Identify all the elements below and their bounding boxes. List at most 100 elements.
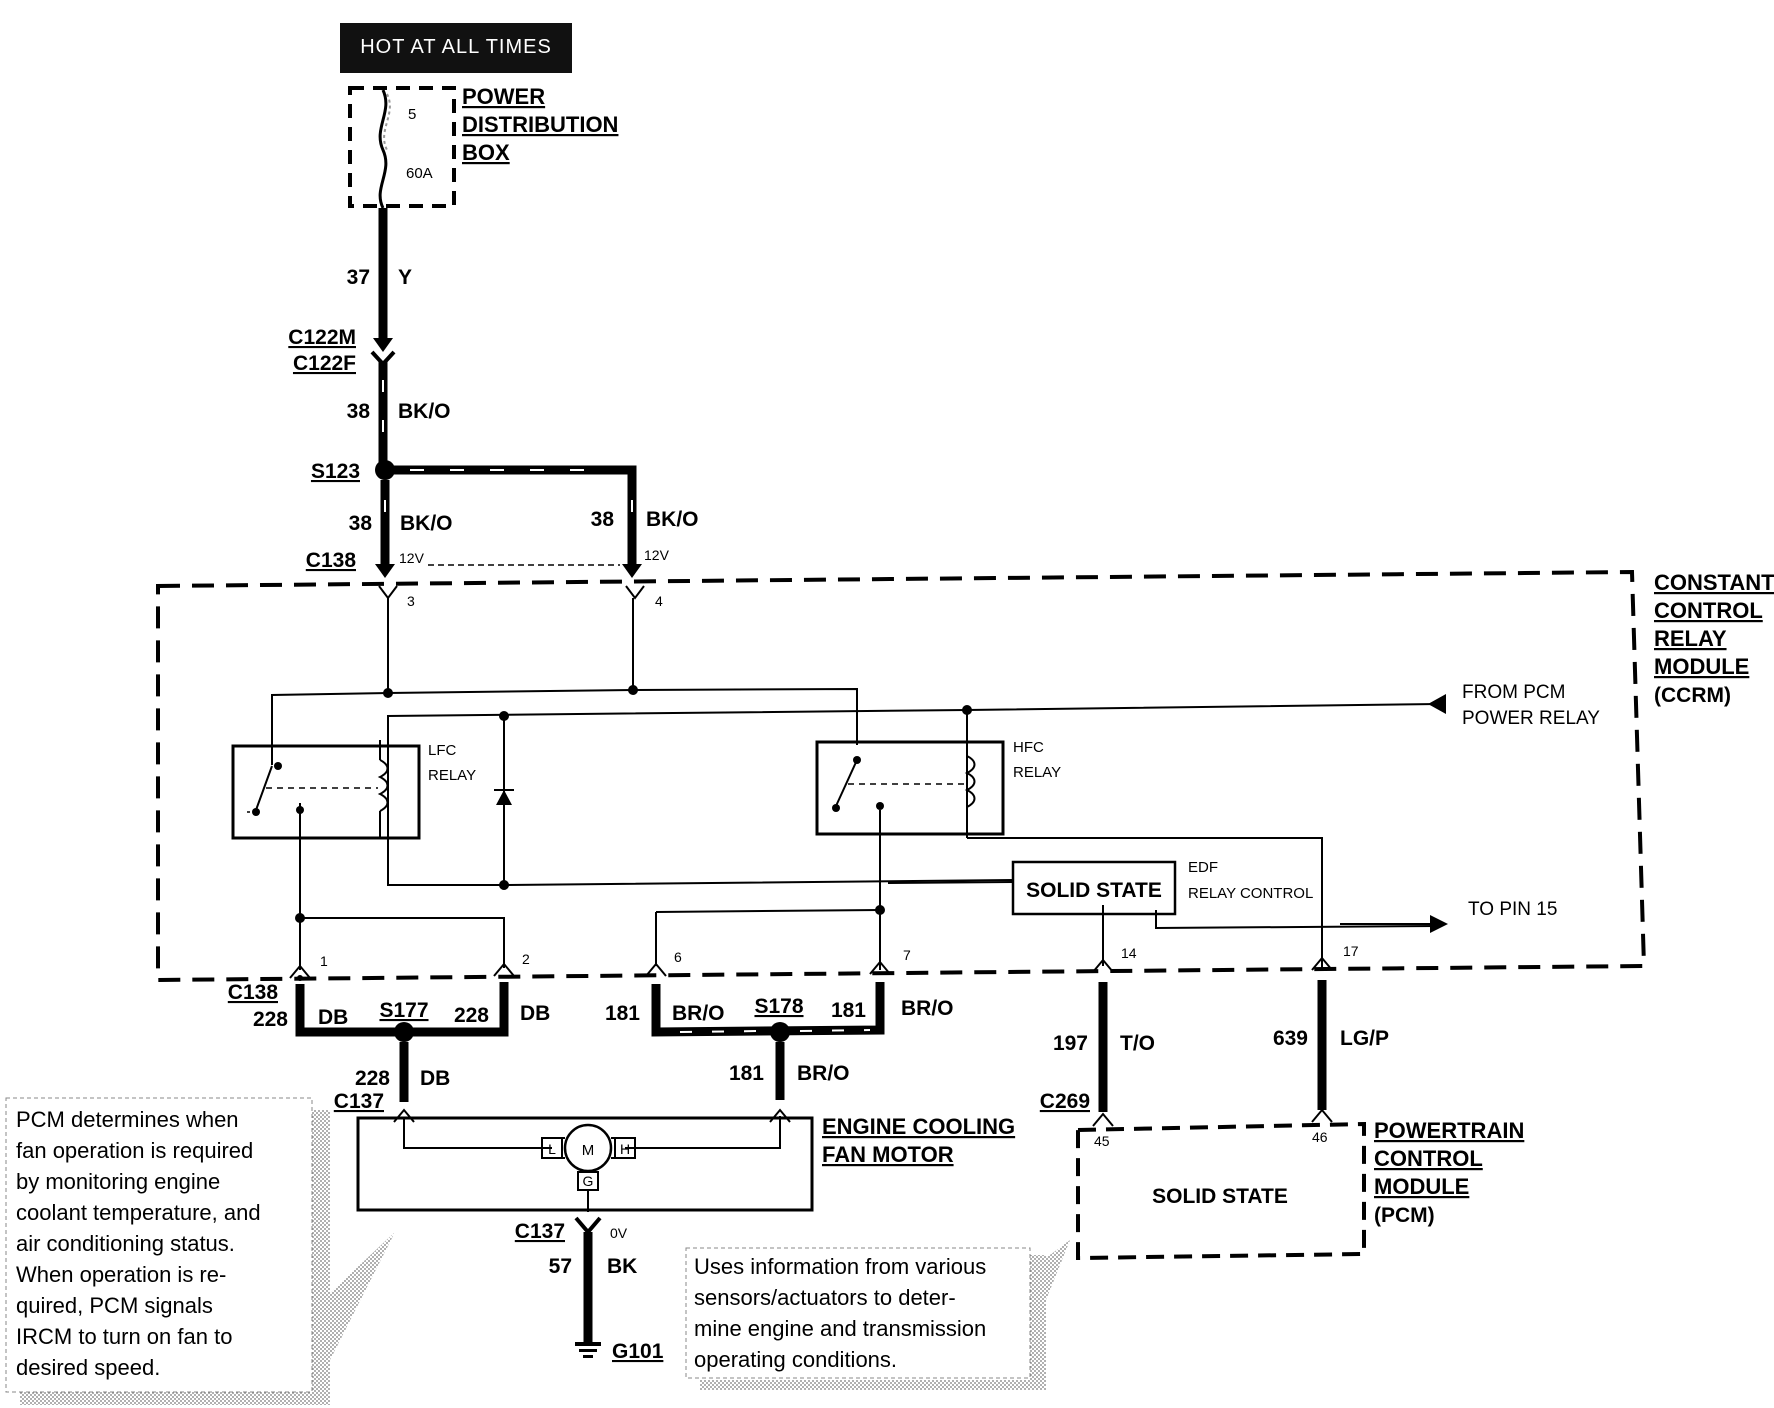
svg-text:0V: 0V [610, 1225, 628, 1241]
fuse-icon [378, 89, 388, 209]
svg-text:sensors/actuators to deter-: sensors/actuators to deter- [694, 1285, 956, 1310]
svg-text:12V: 12V [399, 550, 425, 566]
svg-text:G: G [583, 1173, 594, 1189]
wire-37-color: Y [398, 266, 412, 289]
c138-top-label: C138 [306, 549, 357, 572]
svg-text:LFC: LFC [428, 742, 457, 759]
svg-text:fan operation is required: fan operation is required [16, 1138, 253, 1163]
svg-text:3: 3 [407, 593, 415, 609]
svg-text:coolant temperature, and: coolant temperature, and [16, 1200, 261, 1225]
svg-text:RELAY CONTROL: RELAY CONTROL [1188, 885, 1313, 902]
lfc-relay: LFC RELAY [231, 740, 476, 840]
svg-text:181: 181 [831, 999, 866, 1022]
svg-text:mine engine and transmission: mine engine and transmission [694, 1316, 986, 1341]
svg-text:2: 2 [522, 951, 530, 967]
svg-text:BK/O: BK/O [398, 400, 451, 423]
pdb-title-2: DISTRIBUTION [462, 112, 618, 137]
svg-text:17: 17 [1343, 943, 1359, 959]
svg-text:639: 639 [1273, 1027, 1308, 1050]
svg-text:FROM PCM: FROM PCM [1462, 682, 1565, 703]
svg-text:C122F: C122F [293, 352, 356, 375]
svg-text:SOLID STATE: SOLID STATE [1152, 1185, 1288, 1208]
svg-text:181: 181 [605, 1002, 640, 1025]
svg-text:CONSTANT: CONSTANT [1654, 570, 1774, 595]
svg-text:FAN MOTOR: FAN MOTOR [822, 1142, 954, 1167]
svg-text:PCM determines when: PCM determines when [16, 1107, 239, 1132]
wire-57-ground: C137 0V 57 BK G101 [515, 1216, 664, 1363]
power-distribution-box: 5 60A POWER DISTRIBUTION BOX [348, 84, 618, 209]
svg-text:DB: DB [318, 1006, 348, 1029]
svg-text:EDF: EDF [1188, 859, 1218, 876]
svg-text:S178: S178 [754, 995, 803, 1018]
c269-label: C269 [1040, 1090, 1090, 1113]
svg-text:POWER RELAY: POWER RELAY [1462, 708, 1600, 729]
wire-639: 639 LG/P [1273, 980, 1389, 1110]
svg-text:HOT AT ALL TIMES: HOT AT ALL TIMES [360, 36, 552, 58]
wire-38-pin4: 38 BK/O 12V [428, 500, 699, 578]
ground-icon [575, 1342, 601, 1358]
wire-38-pin3: 38 BK/O 12V [349, 480, 453, 578]
svg-text:BR/O: BR/O [901, 997, 954, 1020]
pdb-title-1: POWER [462, 84, 545, 109]
svg-text:MODULE: MODULE [1654, 654, 1749, 679]
svg-text:BR/O: BR/O [672, 1002, 725, 1025]
svg-text:H: H [620, 1141, 630, 1157]
fuse-rating: 60A [406, 165, 433, 182]
svg-text:CONTROL: CONTROL [1374, 1146, 1483, 1171]
svg-text:C122M: C122M [288, 326, 356, 349]
svg-text:LG/P: LG/P [1340, 1027, 1389, 1050]
ccrm-bottom-pins [289, 956, 1333, 979]
svg-text:6: 6 [674, 949, 682, 965]
svg-text:12V: 12V [644, 547, 670, 563]
svg-text:L: L [548, 1141, 556, 1157]
svg-text:C137: C137 [515, 1220, 565, 1243]
svg-text:When operation is re-: When operation is re- [16, 1262, 226, 1287]
svg-text:228: 228 [253, 1008, 288, 1031]
motor-icon: M [582, 1142, 595, 1159]
diode-icon [494, 789, 514, 805]
svg-text:46: 46 [1312, 1129, 1328, 1145]
svg-text:ENGINE COOLING: ENGINE COOLING [822, 1114, 1015, 1139]
svg-text:CONTROL: CONTROL [1654, 598, 1763, 623]
svg-text:(PCM): (PCM) [1374, 1204, 1435, 1227]
svg-text:228: 228 [454, 1004, 489, 1027]
fuse-number: 5 [408, 106, 416, 123]
wire-37: 37 Y [347, 208, 412, 352]
wire-37-num: 37 [347, 266, 370, 289]
c138-bottom-label: C138 [228, 981, 279, 1004]
svg-text:G101: G101 [612, 1340, 664, 1363]
from-pcm-power-relay: FROM PCM POWER RELAY [1428, 682, 1600, 729]
wire-197: 197 T/O [1053, 982, 1155, 1112]
edf-solid-state: SOLID STATE EDF RELAY CONTROL [1011, 859, 1313, 916]
powertrain-control-module: 45 46 SOLID STATE POWERTRAIN CONTROL MOD… [1076, 1108, 1524, 1261]
svg-text:38: 38 [349, 512, 373, 535]
svg-text:7: 7 [903, 947, 911, 963]
svg-text:181: 181 [729, 1062, 764, 1085]
svg-text:C137: C137 [334, 1090, 384, 1113]
wire-181-harness: 181 BR/O S178 181 BR/O 181 BR/O [605, 982, 954, 1100]
ccrm-internal-wiring [271, 598, 1439, 970]
svg-text:RELAY: RELAY [1013, 764, 1061, 781]
svg-text:IRCM to turn on fan to: IRCM to turn on fan to [16, 1324, 232, 1349]
svg-text:TO PIN 15: TO PIN 15 [1468, 899, 1557, 920]
svg-text:RELAY: RELAY [1654, 626, 1727, 651]
pdb-title-3: BOX [462, 140, 510, 165]
svg-text:RELAY: RELAY [428, 767, 476, 784]
splice-s123: S123 [311, 460, 637, 568]
svg-text:desired speed.: desired speed. [16, 1355, 160, 1380]
svg-text:quired, PCM signals: quired, PCM signals [16, 1293, 213, 1318]
connector-c122: C122M C122F [288, 326, 396, 375]
svg-text:BR/O: BR/O [797, 1062, 850, 1085]
svg-text:4: 4 [655, 593, 663, 609]
wire-38-upper: 38 BK/O [347, 362, 451, 463]
svg-text:(CCRM): (CCRM) [1654, 684, 1731, 707]
right-note-callout: Uses information from various sensors/ac… [685, 1240, 1070, 1390]
svg-text:BK/O: BK/O [646, 508, 699, 531]
svg-text:14: 14 [1121, 945, 1137, 961]
svg-text:45: 45 [1094, 1133, 1110, 1149]
svg-text:MODULE: MODULE [1374, 1174, 1469, 1199]
svg-text:air conditioning status.: air conditioning status. [16, 1231, 235, 1256]
ccrm-top-pins: 3 4 [378, 585, 663, 609]
left-note-callout: PCM determines when fan operation is req… [5, 1097, 395, 1405]
